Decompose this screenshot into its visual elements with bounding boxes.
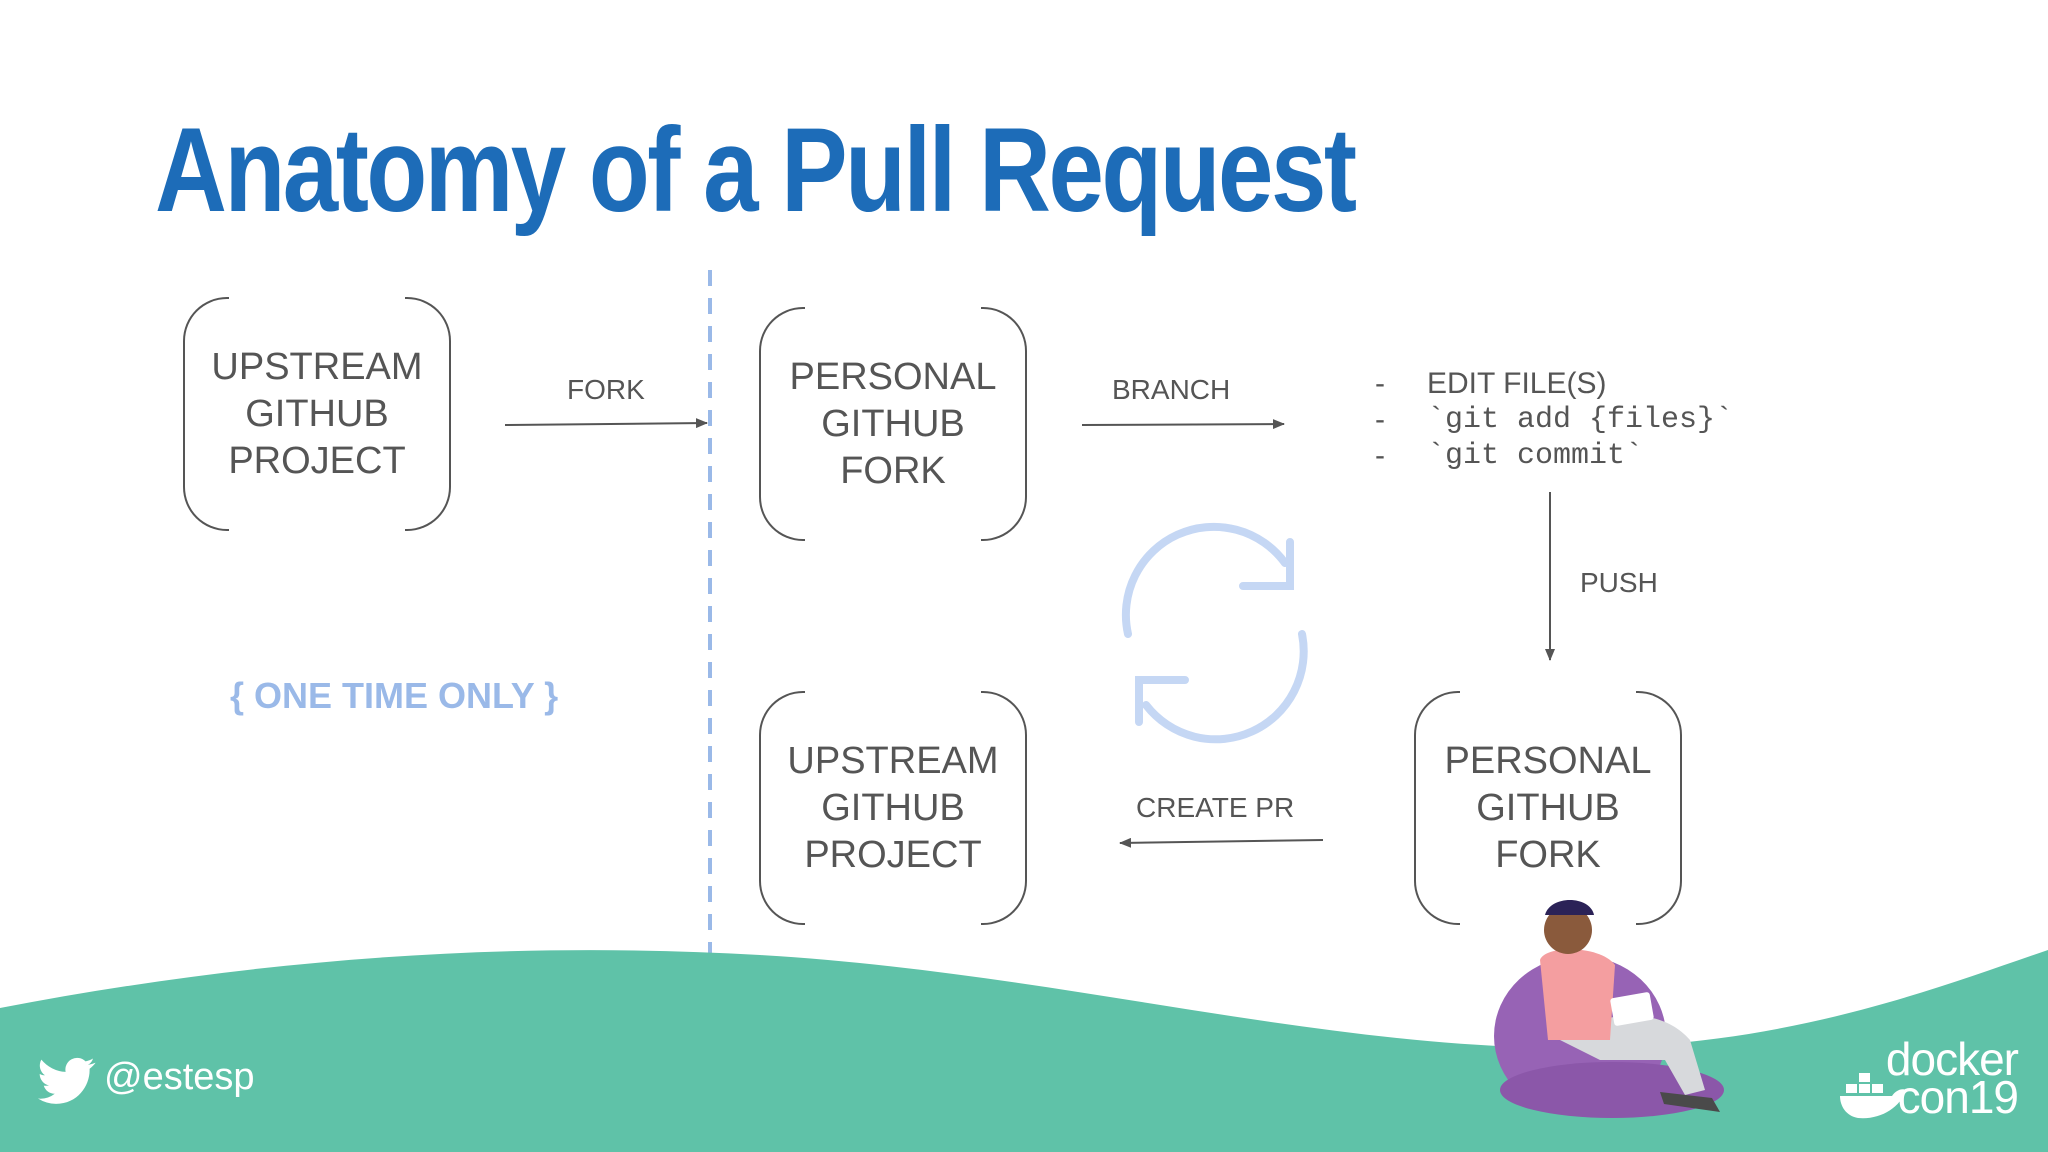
- personal-fork-box-bottom: PERSONAL GITHUB FORK: [1414, 691, 1682, 925]
- branch-arrow: [1081, 419, 1285, 430]
- person-on-beanbag-illustration: [1494, 900, 1724, 1118]
- push-label: PUSH: [1580, 567, 1658, 598]
- fork-label: FORK: [567, 374, 645, 405]
- box-text: UPSTREAM GITHUB PROJECT: [787, 739, 999, 876]
- list-item: - `git commit`: [1375, 439, 1644, 473]
- upstream-project-box-left: UPSTREAM GITHUB PROJECT: [183, 297, 451, 531]
- dockercon-logo: docker con19: [1838, 1033, 2019, 1123]
- create-pr-label: CREATE PR: [1136, 792, 1295, 823]
- one-time-only-note: { ONE TIME ONLY }: [230, 675, 559, 716]
- fork-arrow: [504, 418, 708, 429]
- list-item: - EDIT FILE(S): [1375, 367, 1607, 400]
- footer-wave: [0, 950, 2048, 1152]
- box-text: PERSONAL GITHUB FORK: [789, 355, 997, 492]
- logo-line-2: con19: [1897, 1071, 2019, 1123]
- edit-steps-list: - EDIT FILE(S) - `git add {files}` - `gi…: [1375, 366, 1733, 474]
- create-pr-arrow: [1119, 837, 1324, 848]
- branch-label: BRANCH: [1112, 374, 1231, 405]
- twitter-handle: @estesp: [104, 1056, 255, 1098]
- box-text: PERSONAL GITHUB FORK: [1444, 739, 1652, 876]
- box-text: UPSTREAM GITHUB PROJECT: [211, 345, 423, 482]
- upstream-project-box-bottom: UPSTREAM GITHUB PROJECT: [759, 691, 1027, 925]
- logo-line-1: docker: [1885, 1033, 2019, 1085]
- twitter-bird-icon: [38, 1057, 96, 1104]
- personal-fork-box-top: PERSONAL GITHUB FORK: [759, 307, 1027, 541]
- slide-title: Anatomy of a Pull Request: [155, 103, 1357, 237]
- cycle-arrows-icon: [1121, 522, 1308, 744]
- list-item: - `git add {files}`: [1375, 403, 1734, 437]
- docker-whale-icon: [1840, 1073, 1906, 1119]
